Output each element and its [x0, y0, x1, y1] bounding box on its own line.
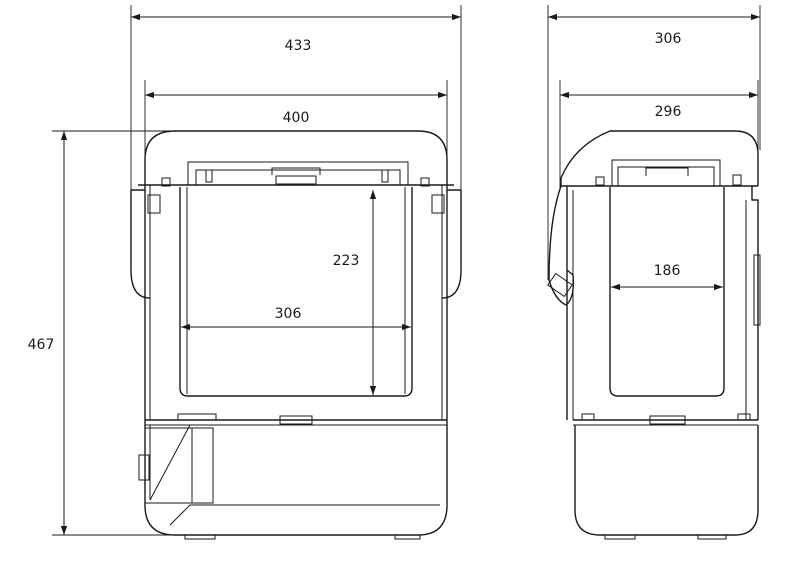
- dim-label-cavity-depth: 223: [333, 253, 360, 269]
- front-view: 433 400 467: [28, 5, 462, 540]
- side-view: 306 296 186: [547, 5, 761, 540]
- dim-label-overall-height: 467: [28, 337, 55, 353]
- dim-label-overall-width: 433: [285, 38, 312, 54]
- dim-label-cavity-width: 306: [275, 306, 302, 322]
- dim-label-inner-width: 400: [283, 110, 310, 126]
- dim-label-overall-depth: 306: [655, 31, 682, 47]
- dim-label-inner-depth: 296: [655, 104, 682, 120]
- dim-label-side-cavity-depth: 186: [654, 263, 681, 279]
